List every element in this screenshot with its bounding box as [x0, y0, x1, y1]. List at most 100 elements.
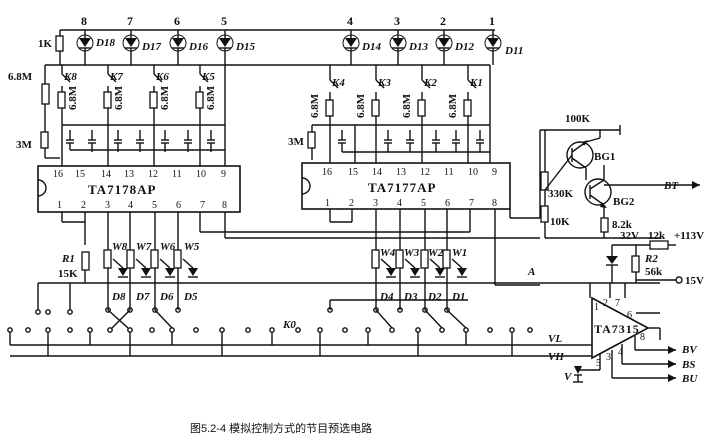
ic-ta7178ap	[37, 165, 241, 213]
label-d16: D16	[188, 41, 208, 53]
ic-right-pin-3: 3	[373, 198, 378, 209]
label-6m8-k2: 6.8M	[401, 93, 413, 118]
label-6m8-k5: 6.8M	[205, 85, 217, 110]
lower-wiring	[61, 130, 541, 285]
pots-right	[371, 249, 467, 283]
led-number-4: 4	[347, 14, 353, 28]
ic-right-pin-10: 10	[468, 167, 478, 178]
ic-tuner-name: TA7315	[594, 322, 640, 336]
label-d7: D7	[135, 291, 150, 303]
ic-tuner-pin-1: 1	[594, 302, 599, 313]
label-113v: +113V	[674, 230, 704, 242]
switch-bank-left	[57, 65, 209, 120]
label-d12: D12	[454, 41, 474, 53]
label-d3: D3	[403, 291, 418, 303]
label-d14: D14	[361, 41, 381, 53]
ic-right-pin-14: 14	[372, 167, 382, 178]
label-w4: W4	[380, 247, 396, 259]
label-r1: R1	[61, 253, 75, 265]
label-bu: BU	[681, 373, 698, 385]
ic-left-pin-11: 11	[172, 169, 182, 180]
led-d17	[122, 30, 140, 65]
label-d6: D6	[159, 291, 174, 303]
label-d8: D8	[111, 291, 126, 303]
ic-left-pin-14: 14	[101, 169, 111, 180]
label-bg1: BG1	[594, 151, 615, 163]
ic-left-pin-7: 7	[200, 200, 205, 211]
led-d12	[435, 30, 453, 65]
label-bs: BS	[681, 359, 695, 371]
ic-right-pin-5: 5	[421, 198, 426, 209]
ic-left-pin-6: 6	[176, 200, 181, 211]
label-k7: K7	[109, 71, 123, 83]
label-k5: K5	[201, 71, 215, 83]
selector-switches	[7, 283, 590, 357]
label-d4: D4	[379, 291, 394, 303]
label-6m8-k7: 6.8M	[113, 85, 125, 110]
resistor-6m8-left	[41, 83, 50, 105]
led-d15	[216, 30, 234, 65]
label-12k: 12k	[648, 230, 666, 242]
ic-tuner-pin-2: 2	[603, 298, 608, 309]
ic-tuner-pin-4: 4	[618, 347, 623, 358]
ic-left-pin-10: 10	[196, 169, 206, 180]
label-d1: D1	[451, 291, 465, 303]
label-vdiode: V	[564, 371, 573, 383]
led-number-8: 8	[81, 14, 87, 28]
led-d16	[169, 30, 187, 65]
ic-left-pin-5: 5	[152, 200, 157, 211]
led-number-6: 6	[174, 14, 180, 28]
ic-right-pin-9: 9	[492, 167, 497, 178]
ic-left-name: TA7178AP	[88, 182, 156, 197]
label-6m8-left: 6.8M	[8, 71, 33, 83]
label-bv: BV	[681, 344, 698, 356]
label-bg2: BG2	[613, 196, 635, 208]
led-number-1: 1	[489, 14, 495, 28]
label-r2: R2	[644, 253, 658, 265]
label-node-a: A	[527, 266, 535, 278]
ic-left-body	[37, 165, 241, 213]
label-d5: D5	[183, 291, 198, 303]
label-d13: D13	[408, 41, 428, 53]
ic-right-pin-4: 4	[397, 198, 402, 209]
label-3m-right: 3M	[288, 136, 305, 148]
ic-left-pin-3: 3	[105, 200, 110, 211]
label-w7: W7	[136, 241, 152, 253]
ic-left-pin-4: 4	[128, 200, 133, 211]
ic-left-pin-2: 2	[81, 200, 86, 211]
label-8k2: 8.2k	[612, 219, 633, 231]
ic-left-pin-8: 8	[222, 200, 227, 211]
capacitors-left	[40, 65, 226, 166]
ic-right-pin-7: 7	[469, 198, 474, 209]
label-w2: W2	[428, 247, 444, 259]
label-w5: W5	[184, 241, 200, 253]
transistor-section	[540, 125, 700, 239]
label-330k: 330K	[548, 188, 574, 200]
led-number-7: 7	[127, 14, 133, 28]
ic-left-pin-16: 16	[53, 169, 63, 180]
ic-right-pin-13: 13	[396, 167, 406, 178]
label-15k: 15K	[58, 268, 78, 280]
label-56k: 56k	[645, 266, 663, 278]
ic-right-body	[301, 162, 511, 210]
ic-tuner-pin-5: 5	[596, 358, 601, 369]
led-number-3: 3	[394, 14, 400, 28]
label-w3: W3	[404, 247, 420, 259]
ic-tuner-pin-3: 3	[606, 352, 611, 363]
label-10k: 10K	[550, 216, 570, 228]
label-k1: K1	[469, 77, 483, 89]
label-k8: K8	[63, 71, 77, 83]
label-vh: VH	[548, 351, 564, 363]
label-32v: 32V	[620, 230, 639, 242]
label-6m8-k1: 6.8M	[447, 93, 459, 118]
ic-ta7315	[573, 283, 676, 383]
ic-left-pin-13: 13	[124, 169, 134, 180]
label-6m8-k3: 6.8M	[355, 93, 367, 118]
ic-right-pin-8: 8	[492, 198, 497, 209]
ic-right-pin-11: 11	[444, 167, 454, 178]
label-d18: D18	[95, 37, 115, 49]
label-w6: W6	[160, 241, 176, 253]
ic-tuner-pin-8: 8	[640, 332, 645, 343]
